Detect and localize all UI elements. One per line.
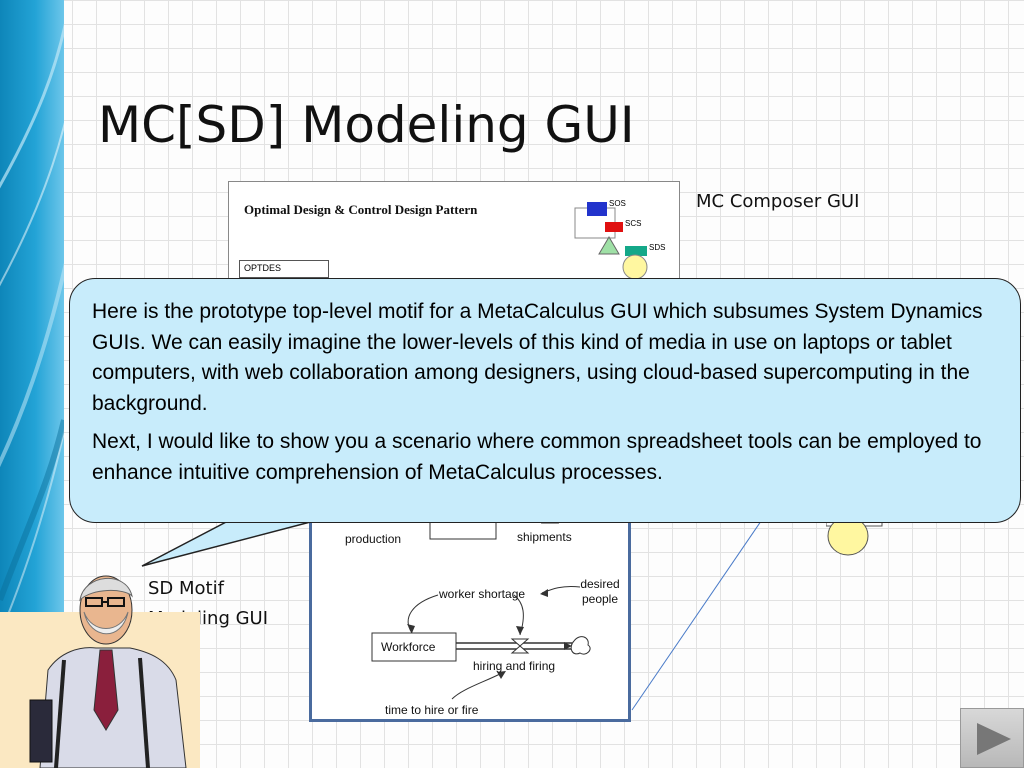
- node-label-scs: SCS: [625, 219, 641, 228]
- production-label: production: [345, 532, 402, 546]
- desired-people-label: desired people: [580, 577, 620, 606]
- sd-flow-graphic: [371, 514, 591, 700]
- slide-title: MC[SD] Modeling GUI: [98, 95, 635, 154]
- worker-shortage-label: worker shortage: [439, 587, 526, 601]
- optdes-box: OPTDES: [239, 260, 329, 278]
- node-label-sds: SDS: [649, 243, 665, 252]
- presenter-clipart: [0, 575, 200, 768]
- node-label-sos: SOS: [609, 199, 626, 208]
- diagram-title: Optimal Design & Control Design Pattern: [244, 202, 478, 217]
- hiring-and-firing-label: hiring and firing: [473, 659, 556, 673]
- next-slide-button[interactable]: [960, 708, 1024, 768]
- sd-motif-diagram: production shipments worker shortage des…: [309, 500, 631, 722]
- sidebar-swoosh-graphic: [0, 23, 64, 637]
- shipments-label: shipments: [517, 530, 572, 544]
- callout-paragraph-1: Here is the prototype top-level motif fo…: [92, 300, 983, 415]
- callout-paragraph-2: Next, I would like to show you a scenari…: [92, 430, 982, 484]
- pattern-nodes-graphic: SOS SCS SDS: [574, 199, 665, 280]
- play-triangle-icon: [977, 723, 1011, 755]
- speech-callout: Here is the prototype top-level motif fo…: [69, 278, 1021, 523]
- mc-composer-label: MC Composer GUI: [696, 191, 860, 212]
- sd-motif-label: SD Motif: [148, 578, 224, 599]
- time-to-hire-label: time to hire or fire: [385, 703, 479, 717]
- workforce-stock-label: Workforce: [381, 640, 436, 654]
